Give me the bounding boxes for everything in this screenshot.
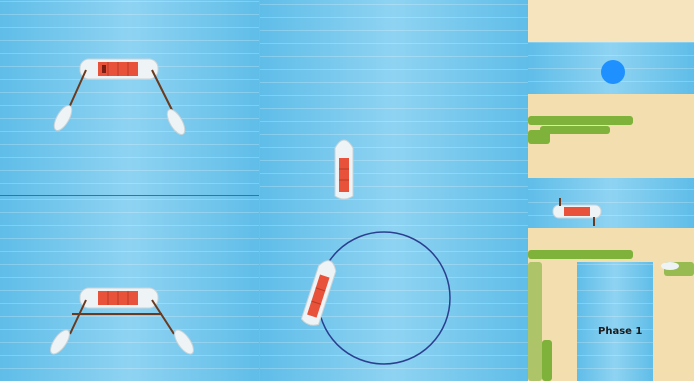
buoy-icon (661, 262, 679, 270)
cargo-ship-icon[interactable] (80, 59, 158, 79)
target-ring-icon[interactable] (318, 232, 450, 364)
cargo-ship-icon[interactable] (80, 288, 158, 308)
tugboat-icon[interactable] (47, 327, 73, 357)
tugboat-icon[interactable] (51, 103, 75, 133)
tow-rope (152, 70, 172, 110)
buoy-icon[interactable] (601, 60, 625, 84)
tugboat-icon[interactable] (164, 107, 188, 137)
tow-rope (70, 300, 86, 334)
cargo-ship-icon[interactable] (335, 140, 353, 199)
tow-rope (68, 70, 86, 110)
cargo-ship-icon[interactable] (553, 198, 601, 226)
cargo-ship-icon[interactable] (300, 258, 338, 327)
tow-rope (152, 300, 174, 334)
tugboat-icon[interactable] (171, 327, 197, 357)
